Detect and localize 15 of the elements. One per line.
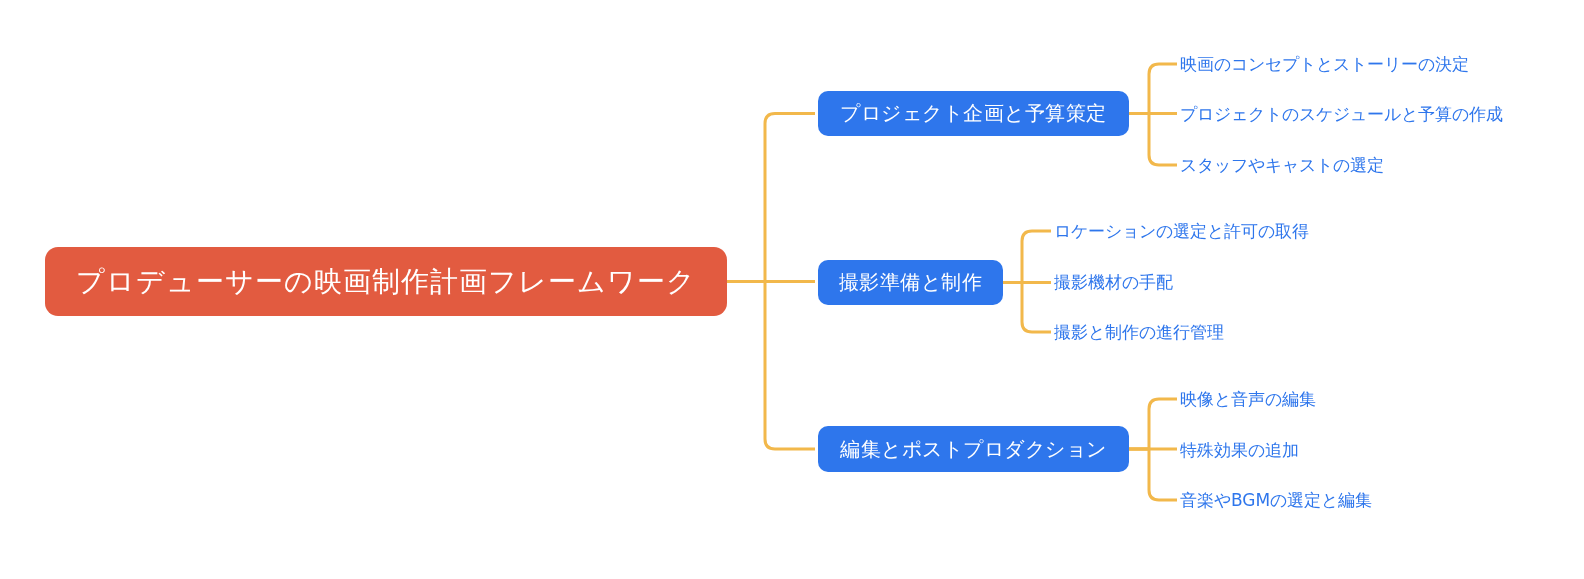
topic-box: 編集とポストプロダクション xyxy=(818,426,1129,472)
connector-line xyxy=(1129,447,1177,502)
subtopic-label: ロケーションの選定と許可の取得 xyxy=(1054,219,1309,243)
subtopic-label: 映画のコンセプトとストーリーの決定 xyxy=(1180,52,1469,76)
subtopic-label: 撮影機材の手配 xyxy=(1054,270,1173,294)
central-topic-box: プロデューサーの映画制作計画フレームワーク xyxy=(45,247,727,316)
topic-box: 撮影準備と制作 xyxy=(818,260,1003,305)
subtopic-label: 映像と音声の編集 xyxy=(1180,387,1316,411)
subtopic-label: 特殊効果の追加 xyxy=(1180,438,1299,462)
subtopic-label: 撮影と制作の進行管理 xyxy=(1054,320,1224,344)
topic-box: プロジェクト企画と予算策定 xyxy=(818,91,1129,136)
subtopic-label: プロジェクトのスケジュールと予算の作成 xyxy=(1180,102,1503,126)
subtopic-label: 音楽やBGMの選定と編集 xyxy=(1180,488,1373,512)
subtopic-label: スタッフやキャストの選定 xyxy=(1180,153,1384,177)
connector-line xyxy=(1003,281,1051,334)
